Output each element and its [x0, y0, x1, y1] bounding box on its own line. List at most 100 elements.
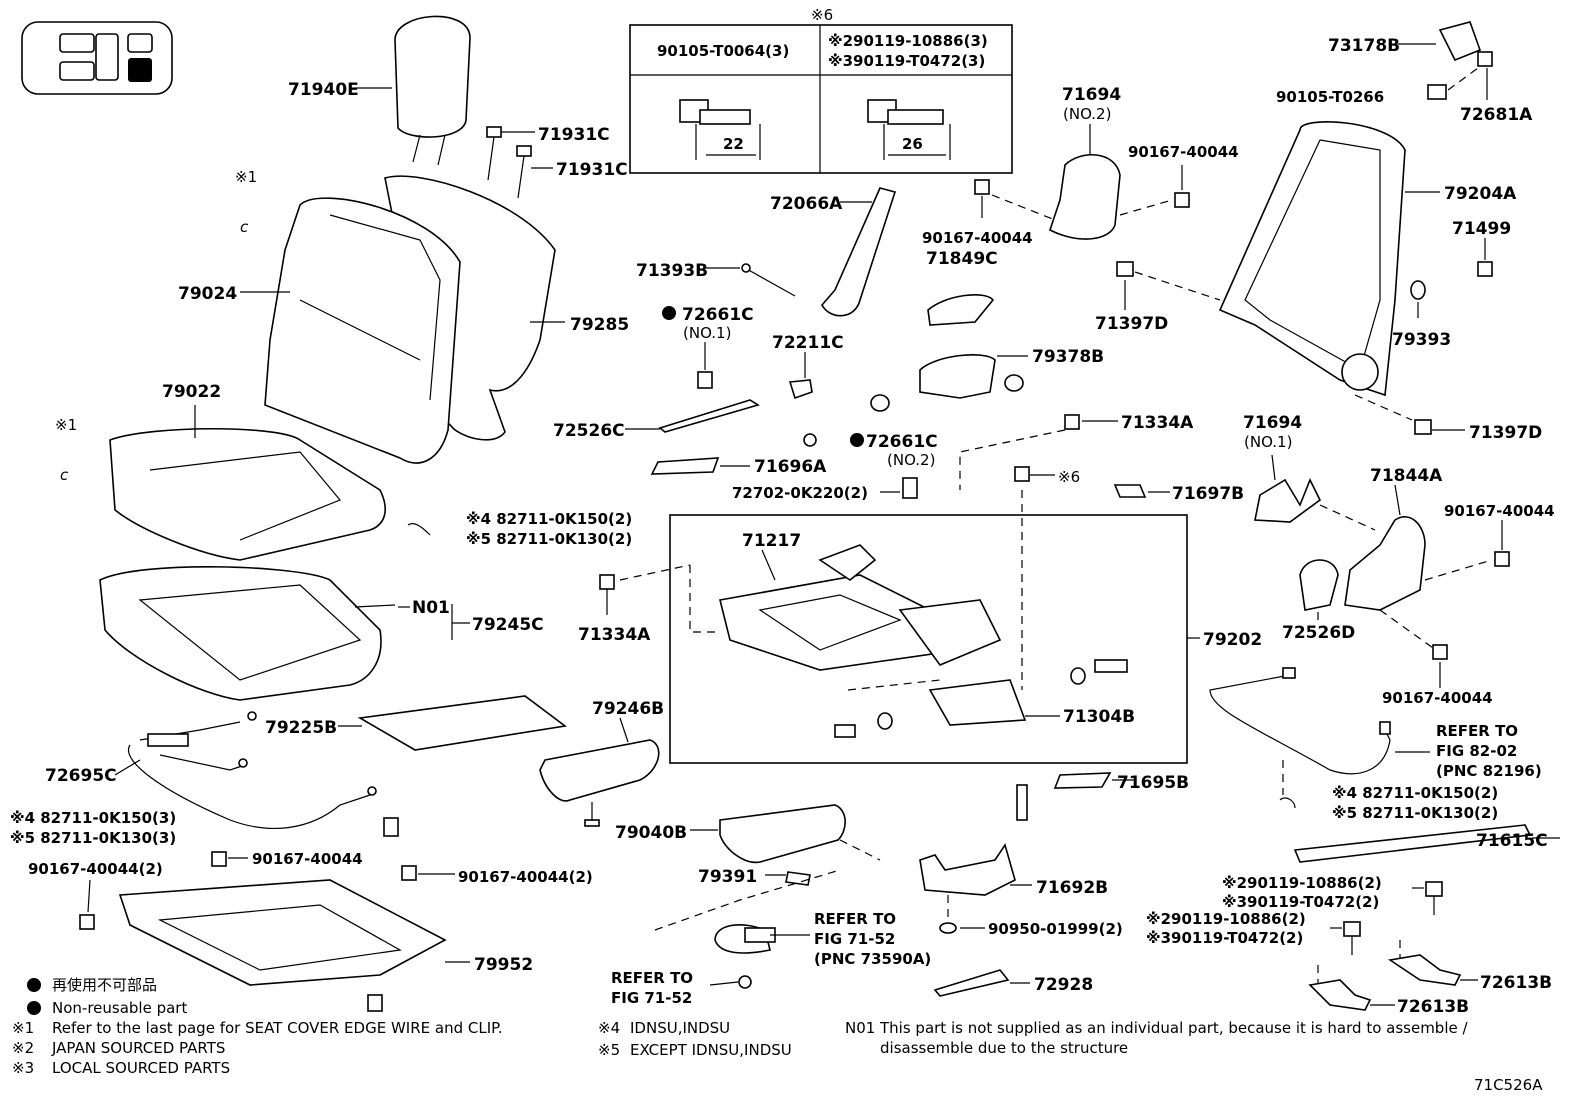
part-label-79225B: 79225B	[265, 718, 337, 738]
brackets-72613B-drawing	[1308, 881, 1478, 1011]
part-label-90167-40044-2-left: 90167-40044(2)	[28, 860, 163, 878]
refer-label-fig82-02-line1[interactable]: REFER TO	[1436, 722, 1518, 740]
part-label-71692B: 71692B	[1036, 878, 1108, 898]
part-label-72613B-lower: 72613B	[1397, 997, 1469, 1017]
part-label-72613B-upper: 72613B	[1480, 973, 1552, 993]
part-label-72526C: 72526C	[553, 421, 625, 441]
box-part-90119-10886: ※290119-10886(3)	[828, 32, 988, 50]
part-label-82711-0K150-2-right: ※4 82711-0K150(2)	[1332, 784, 1498, 802]
legend-note-3: LOCAL SOURCED PARTS	[52, 1059, 230, 1077]
part-label-79378B: 79378B	[1032, 347, 1104, 367]
part-label-82711-0K150-3: ※4 82711-0K150(3)	[10, 809, 176, 827]
part-label-79202: 79202	[1203, 630, 1262, 650]
part-label-72661C-no2-sub: (NO.2)	[887, 451, 935, 469]
part-label-90167-40044-top-right: 90167-40044	[1128, 143, 1239, 161]
part-label-71844A: 71844A	[1370, 466, 1443, 486]
refer-label-fig71-52-line2[interactable]: FIG 71-52	[814, 930, 895, 948]
refer-label-pnc82196[interactable]: (PNC 82196)	[1436, 762, 1542, 780]
part-label-73178B: 73178B	[1328, 36, 1400, 56]
cover-71694-no2-drawing	[870, 124, 1190, 412]
trim-79246B-drawing	[539, 717, 660, 827]
part-label-71304B: 71304B	[1063, 707, 1135, 727]
refer-label-b-line1[interactable]: REFER TO	[611, 969, 693, 987]
part-label-71334A-left: 71334A	[578, 625, 651, 645]
wire-right-drawing	[1209, 667, 1560, 863]
seat-back-frame-drawing	[1116, 21, 1493, 435]
part-label-79022: 79022	[162, 382, 221, 402]
headrest-support-drawing	[486, 126, 553, 199]
part-label-90167-40044-right-upper: 90167-40044	[1444, 502, 1555, 520]
legend-note-1: Refer to the last page for SEAT COVER ED…	[52, 1019, 503, 1037]
part-label-79391: 79391	[698, 867, 757, 887]
part-label-71397D-right: 71397D	[1469, 423, 1542, 443]
part-label-90167-40044-2-right: 90167-40044(2)	[458, 868, 593, 886]
part-label-72211C: 72211C	[772, 333, 844, 353]
svg-text:c: c	[60, 466, 69, 484]
part-label-71931C-upper: 71931C	[538, 125, 610, 145]
box-part-90119-T0472: ※390119-T0472(3)	[828, 52, 985, 70]
part-label-71931C-lower: 71931C	[556, 160, 628, 180]
legend-note-3-mark: ※3	[12, 1059, 34, 1077]
dimension-22: 22	[723, 135, 744, 153]
side-covers-right-drawing	[1254, 454, 1510, 688]
note-mark-6-bolt: ※6	[1058, 468, 1080, 486]
legend-note-n01-line1: This part is not supplied as an individu…	[879, 1019, 1468, 1037]
legend-note-5: EXCEPT IDNSU,INDSU	[630, 1041, 792, 1059]
part-label-72695C: 72695C	[45, 766, 117, 786]
refer-label-pnc73590A[interactable]: (PNC 73590A)	[814, 950, 931, 968]
small-pads-drawing	[1016, 484, 1170, 821]
part-label-79024: 79024	[178, 284, 237, 304]
part-label-71695B: 71695B	[1117, 773, 1189, 793]
part-label-82711-0K130-3: ※5 82711-0K130(3)	[10, 829, 176, 847]
part-label-90119-T0472-2-lower: ※390119-T0472(2)	[1146, 929, 1303, 947]
dimension-26: 26	[902, 135, 923, 153]
svg-text:c: c	[240, 218, 249, 236]
middle-upper-parts-drawing	[625, 187, 918, 499]
part-label-90950-01999: 90950-01999(2)	[988, 920, 1123, 938]
refer-label-fig82-02-line2[interactable]: FIG 82-02	[1436, 742, 1517, 760]
part-label-N01: N01	[412, 598, 450, 618]
seat-cushion-pad-drawing	[99, 566, 470, 701]
legend-note-4: IDNSU,INDSU	[630, 1019, 730, 1037]
headrest-drawing	[355, 15, 471, 166]
note-mark-1-lower: ※1	[55, 416, 77, 434]
seat-back-drawing: c	[240, 175, 565, 464]
refer-label-fig71-52-line1[interactable]: REFER TO	[814, 910, 896, 928]
seat-frame-79952-drawing	[118, 879, 470, 1012]
part-label-71940E: 71940E	[288, 80, 359, 100]
note-mark-6-box: ※6	[811, 6, 833, 24]
legend-non-reusable-jp: 再使用不可部品	[52, 976, 157, 994]
part-label-82711-0K130-2-right: ※5 82711-0K130(2)	[1332, 804, 1498, 822]
part-label-90119-T0472-2-upper: ※390119-T0472(2)	[1222, 893, 1379, 911]
part-label-72661C-no2: 72661C	[866, 432, 938, 452]
part-label-72681A: 72681A	[1460, 105, 1533, 125]
part-label-90167-40044-top-mid: 90167-40044	[922, 229, 1033, 247]
part-label-72661C-no1-sub: (NO.1)	[683, 324, 731, 342]
part-label-71694-no2-sub: (NO.2)	[1063, 105, 1111, 123]
part-label-72928: 72928	[1034, 975, 1093, 995]
part-label-72066A: 72066A	[770, 194, 843, 214]
part-label-71615C: 71615C	[1476, 831, 1548, 851]
legend-note-2-mark: ※2	[12, 1039, 34, 1057]
legend-note-n01-line2: disassemble due to the structure	[880, 1039, 1128, 1057]
non-reusable-dot-icon	[27, 1001, 41, 1015]
part-label-71393B: 71393B	[636, 261, 708, 281]
part-label-79285: 79285	[570, 315, 629, 335]
bolts-bottom-left-drawing	[79, 817, 455, 930]
non-reusable-dot-icon	[27, 978, 41, 992]
legend-note-2: JAPAN SOURCED PARTS	[51, 1039, 225, 1057]
legend-note-5-mark: ※5	[598, 1041, 620, 1059]
refer-label-b-line2[interactable]: FIG 71-52	[611, 989, 692, 1007]
legend	[27, 978, 41, 1015]
part-label-90119-10886-2-upper: ※290119-10886(2)	[1222, 874, 1382, 892]
part-label-72702-0K220: 72702-0K220(2)	[732, 484, 868, 502]
seat-cushion-cover-drawing: c	[60, 405, 386, 561]
part-label-71334A-right: 71334A	[1121, 413, 1194, 433]
legend-non-reusable-en: Non-reusable part	[52, 999, 187, 1017]
bracket-79040B-drawing	[654, 804, 881, 989]
clip-drawing	[407, 523, 431, 536]
part-label-90105-T0266: 90105-T0266	[1276, 88, 1384, 106]
part-label-79204A: 79204A	[1444, 184, 1517, 204]
bolt-spec-box	[629, 24, 1013, 174]
